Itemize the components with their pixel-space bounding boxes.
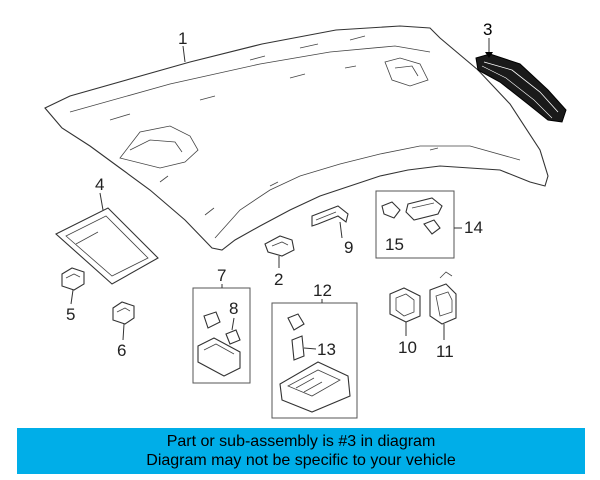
callout-1: 1 <box>178 29 187 48</box>
group-box-12 <box>271 302 358 419</box>
lamp-part-14[interactable] <box>405 197 443 221</box>
callout-11: 11 <box>436 342 454 361</box>
callout-6: 6 <box>117 341 126 360</box>
bulb-part-8[interactable] <box>203 311 241 345</box>
parts-diagram: 1 3 4 5 6 2 9 <box>44 20 567 419</box>
bracket-part-2[interactable] <box>264 235 295 257</box>
callout-15: 15 <box>385 235 404 254</box>
lamp-assembly-part-7[interactable] <box>197 337 241 377</box>
callout-10: 10 <box>398 338 417 357</box>
sun-visor-part-4[interactable] <box>55 207 159 285</box>
callout-8: 8 <box>229 299 238 318</box>
callout-5: 5 <box>66 305 75 324</box>
info-banner: Part or sub-assembly is #3 in diagram Di… <box>17 428 585 474</box>
switch-part-10[interactable] <box>389 287 421 323</box>
callout-7: 7 <box>217 266 226 285</box>
mount-part-11[interactable] <box>429 271 457 325</box>
console-lamp-part-12[interactable] <box>279 361 351 413</box>
bulb-part-15[interactable] <box>381 201 441 235</box>
headliner-part-1[interactable] <box>44 25 549 251</box>
callout-13: 13 <box>317 340 336 359</box>
callout-14: 14 <box>464 218 483 237</box>
callout-4: 4 <box>95 175 104 194</box>
clip-part-6[interactable] <box>112 301 135 325</box>
roof-trim-part-3[interactable] <box>475 53 567 123</box>
callout-9: 9 <box>344 238 353 257</box>
bulb-part-13[interactable] <box>287 313 305 361</box>
banner-line-2: Diagram may not be specific to your vehi… <box>146 452 456 469</box>
banner-line-1: Part or sub-assembly is #3 in diagram <box>166 433 436 450</box>
callout-2: 2 <box>274 270 283 289</box>
grab-handle-part-9[interactable] <box>311 205 349 227</box>
group-box-14 <box>375 190 455 259</box>
callout-12: 12 <box>313 281 332 300</box>
visor-holder-part-5[interactable] <box>61 267 85 291</box>
callout-3: 3 <box>483 20 492 39</box>
